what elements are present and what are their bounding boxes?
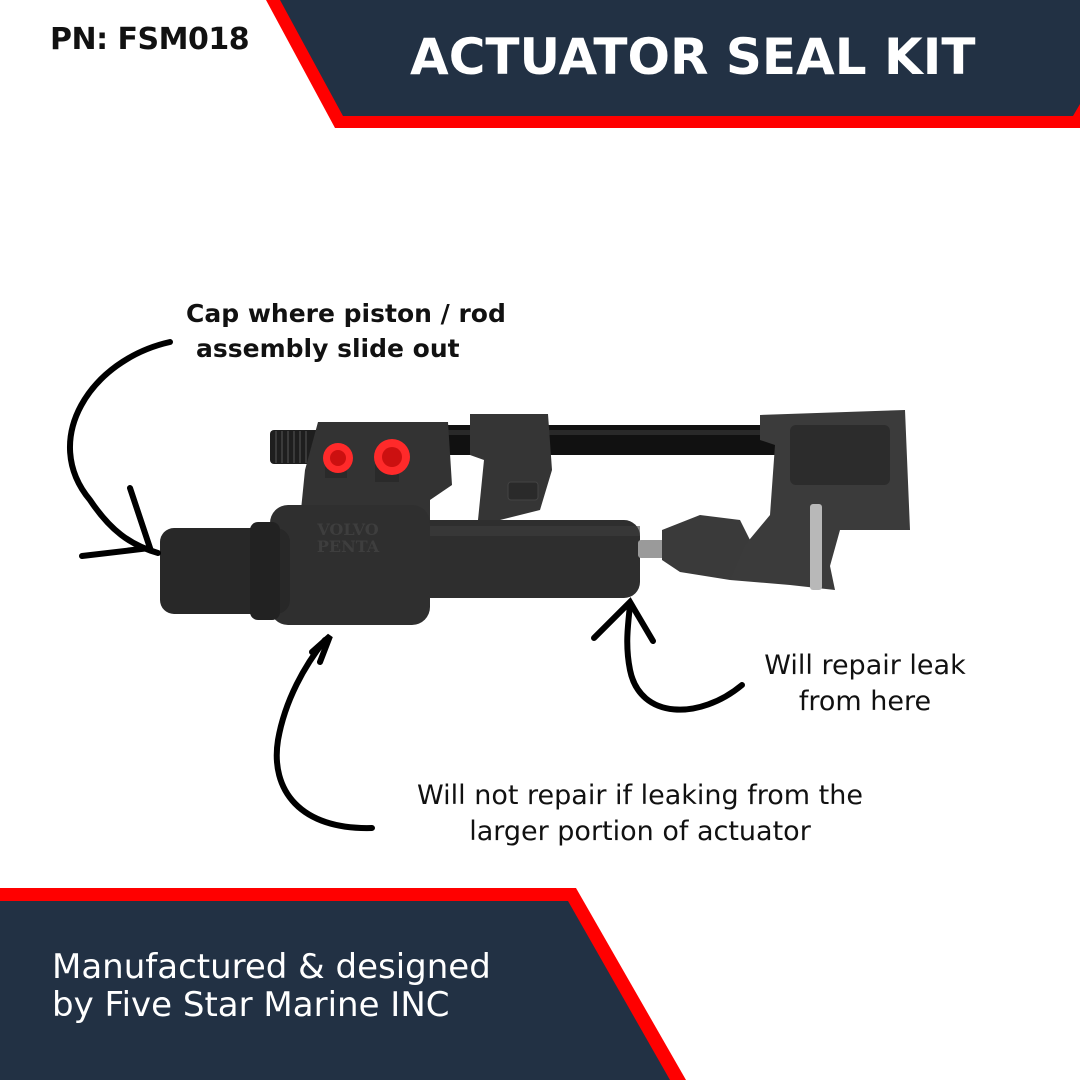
- callout-repair: Will repair leak from here: [735, 648, 995, 720]
- callout-no-repair-line2: larger portion of actuator: [469, 816, 811, 847]
- part-number: PN: FSM018: [50, 22, 250, 57]
- footer-line2: by Five Star Marine INC: [52, 985, 450, 1025]
- rod-end: [662, 515, 760, 580]
- callout-cap-line2: assembly slide out: [196, 334, 460, 363]
- header-navy-band: [280, 0, 1080, 116]
- page-title: ACTUATOR SEAL KIT: [410, 28, 976, 86]
- callout-repair-line2: from here: [798, 686, 932, 717]
- arrow-cap: [67, 339, 173, 559]
- red-cap-left: [323, 443, 353, 478]
- callout-cap-line1: Cap where piston / rod: [186, 299, 506, 328]
- arrow-no-repair: [273, 633, 375, 832]
- piston-rod: [638, 540, 666, 558]
- callout-no-repair: Will not repair if leaking from the larg…: [360, 778, 920, 850]
- callout-repair-line1: Will repair leak: [764, 650, 966, 681]
- callout-no-repair-line1: Will not repair if leaking from the: [417, 780, 863, 811]
- red-cap-right: [374, 439, 410, 482]
- large-body: [270, 505, 430, 625]
- footer-line1: Manufactured & designed: [52, 947, 491, 987]
- casting-text-line1: VOLVO: [316, 520, 379, 539]
- casting-text-line2: PENTA: [317, 537, 380, 556]
- arrow-repair: [591, 597, 745, 713]
- footer-credit: Manufactured & designed by Five Star Mar…: [52, 948, 491, 1024]
- clevis-pin: [810, 504, 822, 590]
- callout-cap: Cap where piston / rod assembly slide ou…: [186, 296, 586, 366]
- footer-navy-band: [0, 901, 670, 1080]
- mid-bracket: [470, 414, 552, 520]
